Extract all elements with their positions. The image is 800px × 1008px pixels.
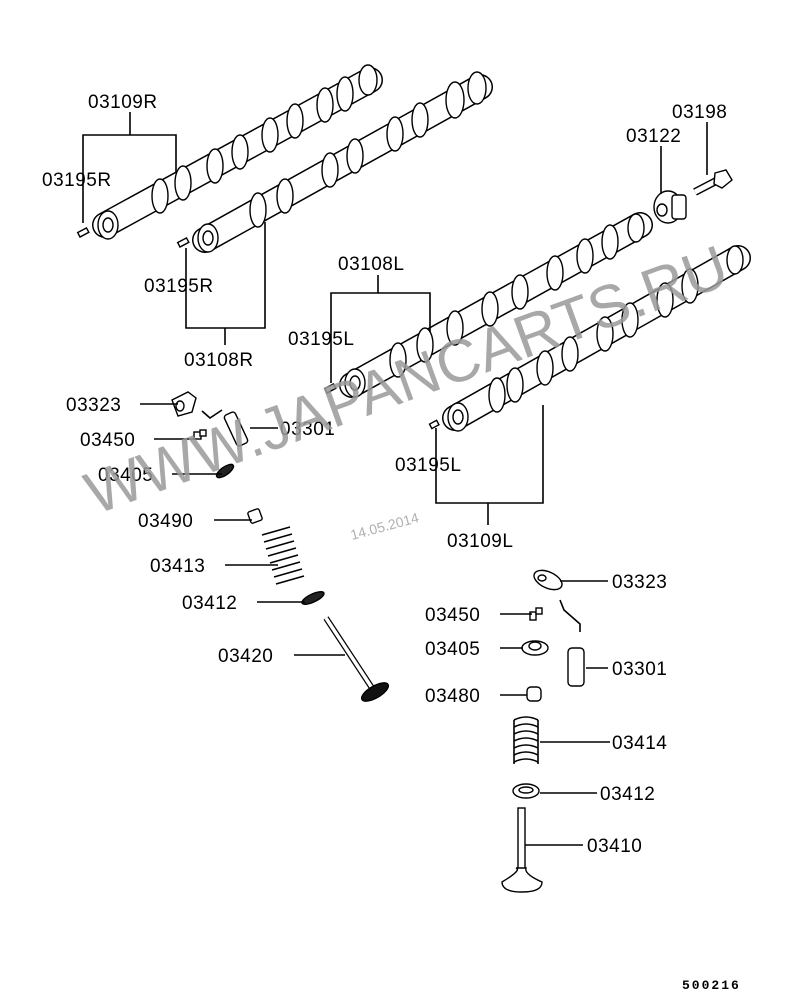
pin-03195R-2 xyxy=(176,236,190,248)
seal-left[interactable] xyxy=(247,508,263,524)
connector-left xyxy=(201,409,223,420)
camshaft-03109L[interactable] xyxy=(442,245,751,432)
callout-03301-left[interactable]: 03301 xyxy=(280,419,335,440)
callout-03450-right[interactable]: 03450 xyxy=(425,605,480,626)
reference-number: 500216 xyxy=(682,978,741,993)
callout-03108L[interactable]: 03108L xyxy=(338,254,404,275)
callout-03198[interactable]: 03198 xyxy=(672,102,727,123)
callout-03109L[interactable]: 03109L xyxy=(447,531,513,552)
callout-03195L-1[interactable]: 03195L xyxy=(288,329,354,350)
callout-03323-right[interactable]: 03323 xyxy=(612,572,667,593)
seal-right[interactable] xyxy=(526,686,542,702)
seat-right[interactable] xyxy=(512,783,540,799)
callout-03323-left[interactable]: 03323 xyxy=(66,395,121,416)
retainer-right[interactable] xyxy=(521,640,549,656)
knock-pins xyxy=(76,226,440,430)
rocker-arm-right[interactable] xyxy=(531,566,565,593)
bolt-03198[interactable] xyxy=(693,169,733,196)
callout-03414-right[interactable]: 03414 xyxy=(612,733,667,754)
callout-03195R-1[interactable]: 03195R xyxy=(42,170,112,191)
callout-03480-right[interactable]: 03480 xyxy=(425,686,480,707)
date-stamp: 14.05.2014 xyxy=(349,509,421,543)
callout-03195R-2[interactable]: 03195R xyxy=(144,276,214,297)
callout-labels: 03109R 03195R 03195R 03108R 03122 03198 … xyxy=(42,92,727,857)
connector-right xyxy=(559,599,581,632)
callout-03412-right[interactable]: 03412 xyxy=(600,784,655,805)
callout-03122[interactable]: 03122 xyxy=(626,126,681,147)
spring-right[interactable] xyxy=(513,716,539,764)
pin-03195R-1 xyxy=(76,226,90,238)
callout-03195L-2[interactable]: 03195L xyxy=(395,455,461,476)
camshaft-03108L[interactable] xyxy=(339,212,653,398)
callout-03405-left[interactable]: 03405 xyxy=(98,465,153,486)
lifter-right[interactable] xyxy=(567,647,585,687)
callout-03108R[interactable]: 03108R xyxy=(184,350,254,371)
camshaft-03109R[interactable] xyxy=(92,64,383,240)
adjuster-right[interactable] xyxy=(529,607,543,621)
leader-lines xyxy=(82,112,708,846)
spring-left[interactable] xyxy=(261,526,305,585)
sprocket-03122[interactable] xyxy=(653,190,687,224)
callout-03450-left[interactable]: 03450 xyxy=(80,430,135,451)
valve-right[interactable] xyxy=(501,807,543,893)
camshaft-03108R[interactable] xyxy=(192,71,493,253)
adjuster-left[interactable] xyxy=(193,429,207,440)
callout-03490-left[interactable]: 03490 xyxy=(138,511,193,532)
seat-left[interactable] xyxy=(300,589,325,606)
callout-03420-left[interactable]: 03420 xyxy=(218,646,273,667)
pin-03195L-2 xyxy=(428,419,440,430)
lifter-left[interactable] xyxy=(223,411,249,447)
valve-left[interactable] xyxy=(323,616,391,705)
callout-03109R[interactable]: 03109R xyxy=(88,92,158,113)
callout-03301-right[interactable]: 03301 xyxy=(612,659,667,680)
callout-03413-left[interactable]: 03413 xyxy=(150,556,205,577)
callout-03405-right[interactable]: 03405 xyxy=(425,639,480,660)
callout-03410-right[interactable]: 03410 xyxy=(587,836,642,857)
pin-03195L-1 xyxy=(323,382,337,394)
callout-03412-left[interactable]: 03412 xyxy=(182,593,237,614)
